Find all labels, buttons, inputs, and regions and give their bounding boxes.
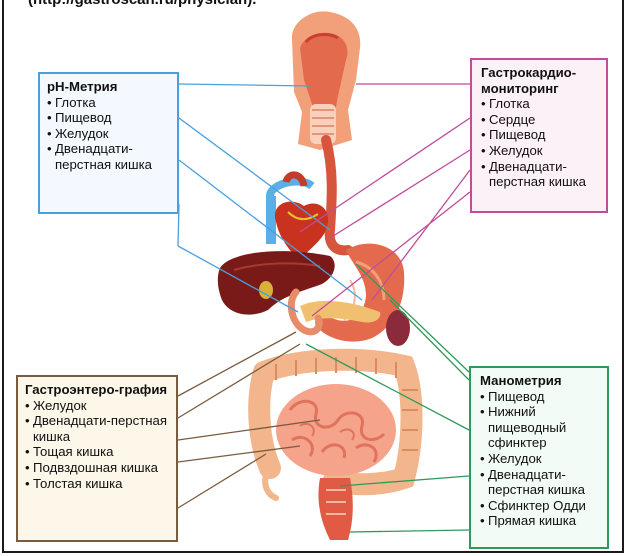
gastrocardio-box: Гастрокардио-мониторинг Глотка Сердце Пи… [470,58,608,213]
manometry-title: Манометрия [480,373,601,389]
list-item: Двенадцати-перстная кишка [47,141,171,172]
list-item: Подвздошная кишка [25,460,170,476]
gastroentero-list: Желудок Двенадцати-перстная кишка Тощая … [25,398,170,492]
gastroentero-box: Гастроэнтеро-графия Желудок Двенадцати-п… [16,375,178,542]
list-item: Желудок [47,126,171,142]
head-pharynx [292,11,360,150]
ph-metry-box: pH-Метрия Глотка Пищевод Желудок Двенадц… [38,72,179,214]
ph-metry-title: pH-Метрия [47,79,171,95]
rectum [318,478,352,540]
manometry-list: Пищевод Нижний пищеводный сфинктер Желуд… [480,389,601,529]
list-item: Желудок [481,143,600,159]
list-item: Прямая кишка [480,513,601,529]
list-item: Сфинктер Одди [480,498,601,514]
list-item: Тощая кишка [25,444,170,460]
list-item: Двенадцати-перстная кишка [480,467,601,498]
list-item: Пищевод [481,127,600,143]
gastroentero-title: Гастроэнтеро-графия [25,382,170,398]
ph-metry-list: Глотка Пищевод Желудок Двенадцати-перстн… [47,95,171,173]
spleen [386,310,410,346]
small-intestine [276,384,396,476]
list-item: Желудок [25,398,170,414]
list-item: Желудок [480,451,601,467]
gallbladder [259,281,273,299]
list-item: Толстая кишка [25,476,170,492]
list-item: Глотка [481,96,600,112]
gastrocardio-title: Гастрокардио-мониторинг [481,65,600,96]
heart [266,175,328,262]
list-item: Пищевод [47,110,171,126]
list-item: Двенадцати-перстная кишка [25,413,170,444]
list-item: Сердце [481,112,600,128]
list-item: Пищевод [480,389,601,405]
list-item: Глотка [47,95,171,111]
manometry-box: Манометрия Пищевод Нижний пищеводный сфи… [469,366,609,549]
list-item: Двенадцати-перстная кишка [481,159,600,190]
list-item: Нижний пищеводный сфинктер [480,404,601,451]
gastrocardio-list: Глотка Сердце Пищевод Желудок Двенадцати… [481,96,600,190]
